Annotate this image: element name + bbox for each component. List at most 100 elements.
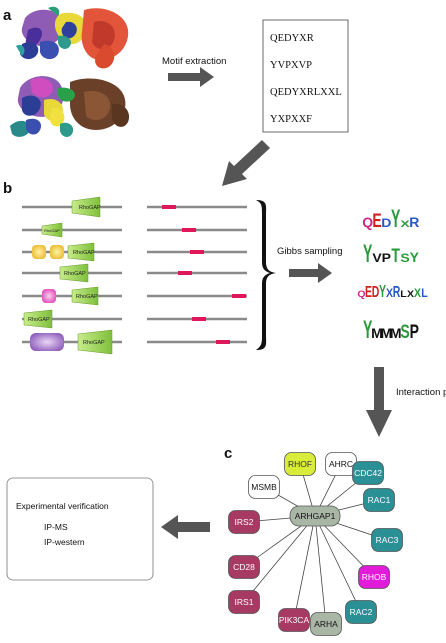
network-node-label: AHRC [329,459,353,469]
rhogap-domain [41,222,63,238]
motif-extraction-label: Motif extraction [162,56,226,67]
pink-domain [42,289,56,303]
panel-a-label: a [3,7,12,24]
logo-letter: D [381,216,391,229]
domain-row: RhoGAP [22,263,122,283]
network-node-rhof: RHOF [284,452,316,476]
network-node-rac2: RAC2 [345,600,377,624]
network-node-shape [278,608,310,632]
network-edge [314,515,327,625]
network-node-shape [248,475,280,499]
network-edge [314,515,362,613]
protein-structure-top-image [16,6,129,69]
network-node-label: PIK3CA [279,615,310,625]
motif-mark [192,317,206,321]
motif-item: QEDYXR [270,33,314,44]
network-node-label: RAC2 [350,607,373,617]
motif-mark [190,250,204,254]
network-node-label: RAC3 [376,535,399,545]
rhogap-domain [71,286,99,306]
network-center-node: ARHGAP1 [289,505,341,527]
logo-letter: R [393,283,401,301]
logo-letter: M [390,326,402,341]
rhogap-label: RhoGAP [64,271,86,277]
motif-mark [182,228,196,232]
logo-letter: Y [363,241,373,268]
logo-letter: R [409,215,419,230]
logo-letter: X [400,218,409,229]
network-node-pik3ca: PIK3CA [278,608,310,632]
network-edge [243,515,316,603]
rhogap-domain [59,263,89,283]
to-verification-arrow [161,515,210,539]
network-node-shape [228,590,260,614]
verification-title: Experimental verification [16,501,109,511]
network-node-shape [284,452,316,476]
network-edge [293,515,316,621]
motif-list: QEDYXR YVPXVP QEDYXRLXXL YXPXXF [270,33,342,125]
verification-method-ipms: IP-MS [44,522,68,532]
motif-item: YVPXVP [270,60,312,71]
motif-mark [162,205,176,209]
network-node-label: RAC1 [368,495,391,505]
logo-letter: P [410,321,419,343]
network-node-label: IRS2 [235,517,254,527]
interaction-prediction-arrow [366,367,392,437]
logo-letter: L [400,289,406,299]
logo-letter: L [421,288,428,301]
logo-letter: Y [379,282,386,301]
motif-mark [232,294,246,298]
network-node-label: RHOF [288,459,312,469]
motif-item: YXPXXF [270,114,312,125]
interaction-prediction-label: Interaction prediction [396,387,446,398]
logo-letter: X [386,288,394,301]
logo-letter: Y [363,317,373,344]
network-node-cd28: CD28 [228,555,260,579]
logo-letter: S [400,321,409,343]
motif-item: QEDYXRLXXL [270,87,342,98]
rhogap-label: RhoGAP [83,340,105,346]
rhogap-domain [77,329,113,355]
network-node-shape [363,488,395,512]
domain-row: RhoGAP [22,286,122,306]
motif-mark [216,340,230,344]
rhogap-domain [67,242,95,262]
network-node-label: CDC42 [354,468,382,478]
logo-letter: X [414,288,422,301]
logo-letter: E [365,283,372,301]
gibbs-sampling-label: Gibbs sampling [277,246,342,257]
logo-letter: D [372,283,380,301]
motif-list-box [262,19,349,133]
network-node-rac3: RAC3 [371,528,403,552]
domain-row: RhoGAP [22,309,122,329]
domain-row: RhoGAP [22,196,122,218]
logo-letter: Y [391,206,401,233]
network-node-label: MSMB [251,482,277,492]
curly-brace [256,200,276,350]
logo-letter: M [380,326,392,341]
panel-b-label: b [3,180,12,197]
network-node-irs2: IRS2 [228,510,260,534]
rhogap-label: RhoGAP [76,294,98,300]
panel-c-label: c [224,445,232,462]
logo-letter: Q [357,289,365,299]
network-node-shape [358,565,390,589]
logo-letter: Y [410,250,419,265]
protein-structure-bottom-image [10,76,130,137]
network-node-label: IRS1 [235,597,254,607]
logo-letter: S [400,251,410,264]
logo-letter: M [371,326,383,341]
yellow-domain [32,245,46,259]
network-node-arha: ARHA [310,612,342,636]
network-node-rac1: RAC1 [363,488,395,512]
logo-letter: X [407,289,414,299]
logo-letter: V [372,251,382,264]
logo-letter: T [391,245,400,267]
network-node-shape [310,612,342,636]
network-node-msmb: MSMB [248,475,280,499]
motif-mark [178,271,192,275]
